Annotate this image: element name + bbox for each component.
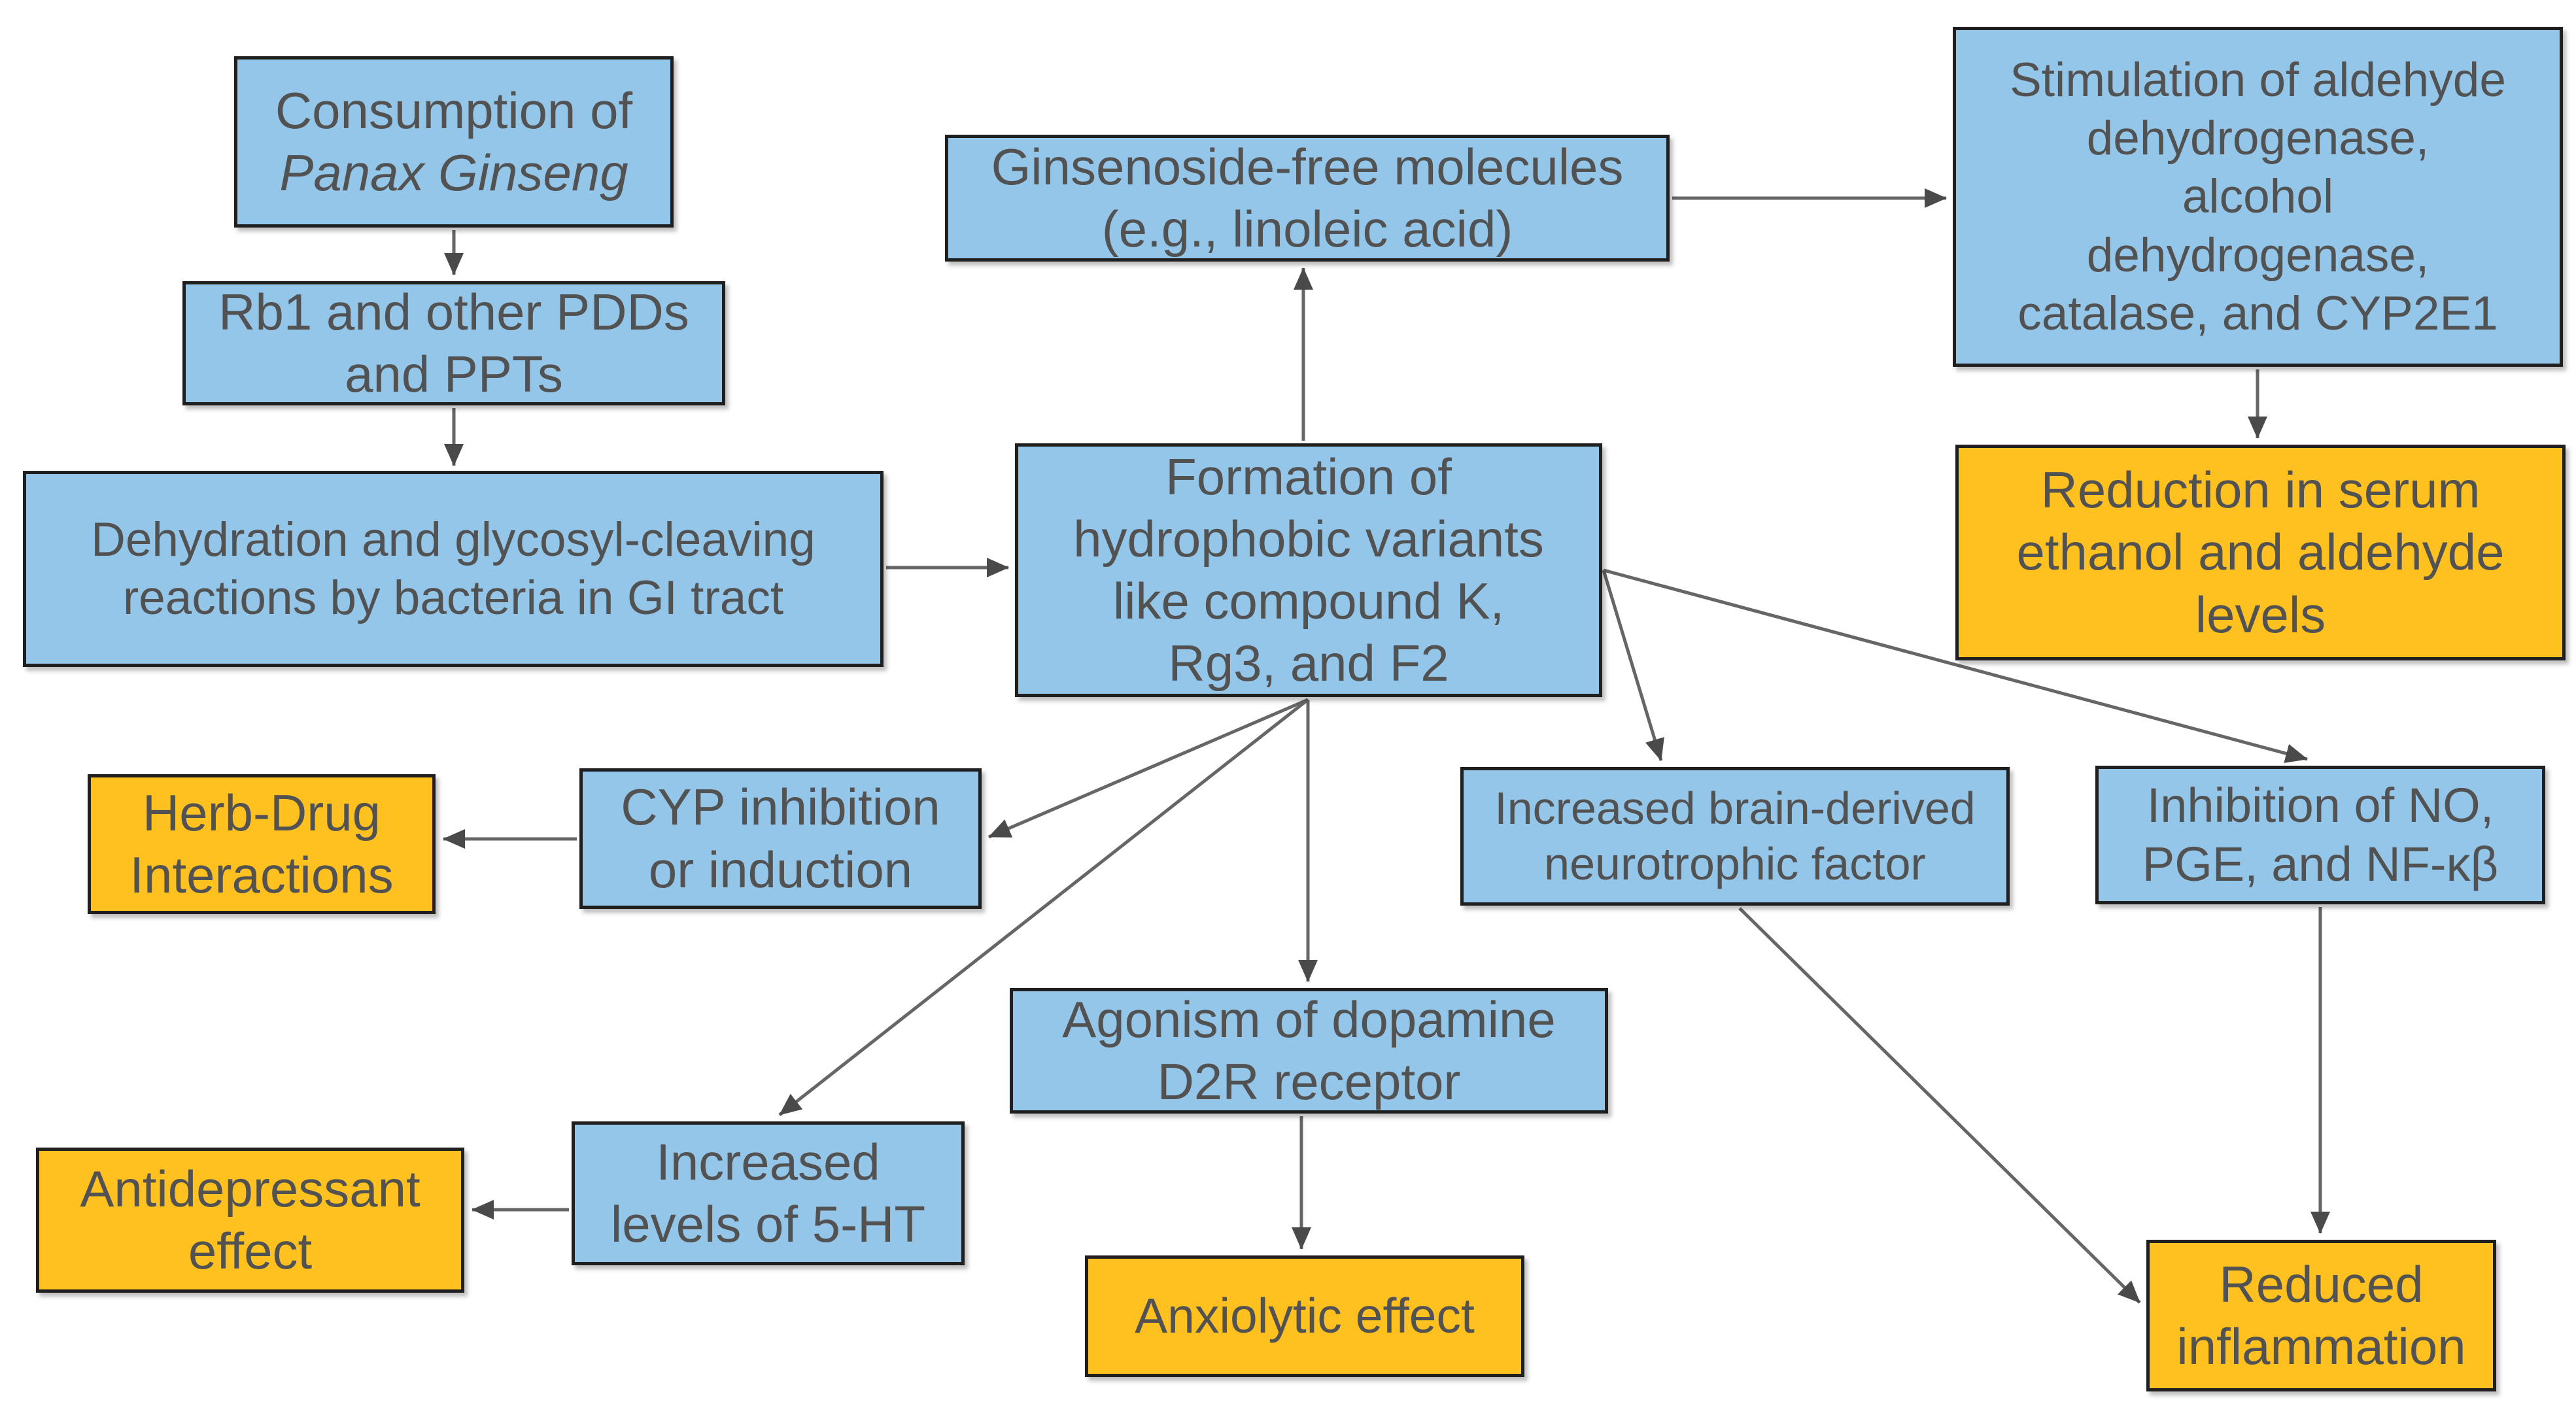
node-consumption-label: Consumption of: [275, 81, 633, 139]
node-serotonin-label: Increased: [656, 1133, 880, 1191]
arrow-formation-to-bdnf: [1602, 570, 1664, 761]
node-ginsenoside-label: (e.g., linoleic acid): [1101, 200, 1513, 258]
node-antidepressant-label: effect: [188, 1222, 313, 1280]
node-agonism-label: D2R receptor: [1157, 1053, 1461, 1110]
node-cyp-label: or induction: [648, 840, 913, 898]
node-formation-label: hydrophobic variants: [1073, 509, 1544, 568]
node-serotonin-label: levels of 5-HT: [610, 1195, 926, 1253]
node-ginsenoside: Ginsenoside-free molecules(e.g., linolei…: [945, 135, 1670, 262]
node-reduction-label: Reduction in serum: [2040, 461, 2481, 519]
node-stimulation-label: alcohol: [2182, 170, 2334, 224]
node-consumption-label: Panax Ginseng: [279, 144, 628, 201]
node-dehydration-label: Dehydration and glycosyl-cleaving: [91, 513, 816, 566]
node-anxiolytic: Anxiolytic effect: [1085, 1255, 1524, 1377]
node-bdnf-label: neurotrophic factor: [1544, 838, 1926, 889]
node-anxiolytic-label: Anxiolytic effect: [1135, 1288, 1475, 1344]
node-stimulation-label: dehydrogenase,: [2086, 228, 2430, 282]
node-herbdrug-label: Herb-Drug: [142, 783, 381, 842]
node-antidepressant-label: Antidepressant: [80, 1159, 421, 1218]
node-no-label: Inhibition of NO,: [2146, 777, 2494, 832]
node-formation-label: Rg3, and F2: [1168, 634, 1449, 692]
node-herbdrug-label: Interactions: [129, 846, 394, 904]
arrow-bdnf-to-reduced: [1738, 907, 2141, 1304]
node-rb1-label: Rb1 and other PDDs: [218, 282, 689, 341]
node-stimulation-label: catalase, and CYP2E1: [2018, 286, 2498, 340]
node-stimulation-label: dehydrogenase,: [2086, 112, 2430, 165]
node-no: Inhibition of NO,PGE, and NF-κβ: [2095, 766, 2545, 904]
node-formation-label: Formation of: [1165, 447, 1452, 505]
node-dehydration-label: reactions by bacteria in GI tract: [122, 571, 784, 624]
node-rb1-label: and PPTs: [345, 345, 563, 403]
node-formation-label: like compound K,: [1112, 572, 1505, 630]
node-cyp-label: CYP inhibition: [621, 778, 940, 836]
node-reduced-label: Reduced: [2219, 1255, 2424, 1313]
node-reduction-label: ethanol and aldehyde: [2016, 523, 2505, 581]
node-reduction-label: levels: [2195, 585, 2326, 643]
node-agonism-label: Agonism of dopamine: [1062, 990, 1556, 1048]
node-no-label: PGE, and NF-κβ: [2142, 837, 2499, 891]
node-reduced-label: inflammation: [2176, 1318, 2466, 1375]
arrow-formation-to-cyp: [988, 698, 1309, 839]
node-bdnf-label: Increased brain-derived: [1494, 782, 1976, 834]
node-ginsenoside-label: Ginsenoside-free molecules: [991, 137, 1624, 196]
node-stimulation-label: Stimulation of aldehyde: [2010, 54, 2506, 107]
